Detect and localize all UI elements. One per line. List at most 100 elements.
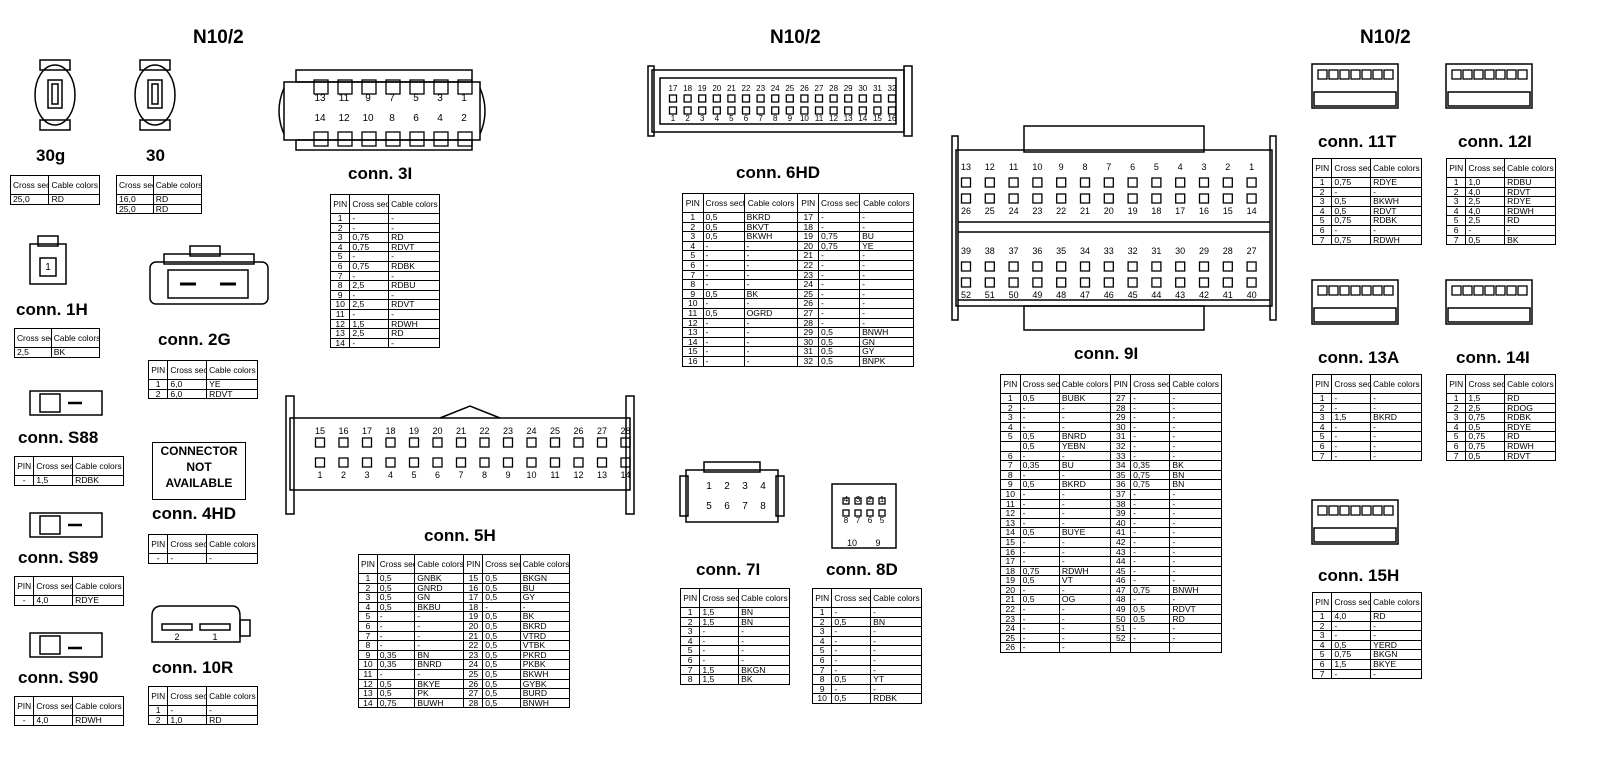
pin-number: 12 — [984, 162, 995, 172]
pin-cavity — [698, 94, 707, 103]
cross-section-cell: - — [699, 635, 740, 647]
cross-section-cell: 2,5 — [349, 280, 390, 291]
cable-color-cell: BKRD — [743, 212, 799, 223]
pin-cell: 34 — [1110, 460, 1132, 471]
table-row: 5-- — [329, 251, 440, 262]
pin-cell: 7 — [1445, 234, 1467, 246]
pin-number: 49 — [1032, 290, 1043, 300]
cable-color-cell: RDBU — [388, 280, 440, 291]
pin-number: 11 — [1008, 162, 1019, 172]
col-cross-section-header: Cross section — [9, 175, 50, 195]
pin-number: 7 — [458, 470, 464, 480]
table-row: 6-- — [1445, 224, 1556, 236]
cable-color-cell: - — [1169, 546, 1222, 558]
conn-3i-icon — [278, 69, 486, 151]
pin-number: 23 — [756, 84, 766, 93]
col-cable-colors-header: Cable colors — [388, 194, 440, 214]
cable-color-cell: - — [414, 620, 465, 632]
cable-color-cell: - — [1058, 632, 1112, 644]
pin-number: 22 — [741, 84, 751, 93]
pin-cell: 12 — [1000, 508, 1021, 519]
cross-section-cell: - — [1331, 668, 1372, 680]
pin-cell: 4 — [1445, 421, 1467, 433]
pin-cell: 1 — [358, 573, 378, 584]
cable-color-cell: BK — [743, 288, 799, 300]
pin-cavity — [361, 79, 377, 95]
cross-section-cell: - — [1019, 546, 1060, 558]
table-row: 5-- — [679, 645, 790, 656]
pin-cell: 12 — [358, 678, 378, 690]
cable-color-cell: - — [1169, 421, 1222, 433]
pin-cell: 1 — [1000, 393, 1021, 404]
pin-cell: 10 — [682, 298, 704, 309]
col-cable-colors-header: Cable colors — [152, 175, 203, 195]
cross-section-cell: 0,5 — [482, 592, 521, 603]
cable-color-cell: BU — [1058, 460, 1112, 471]
pin-number: 5 — [706, 501, 712, 512]
cable-color-cell: - — [1058, 546, 1112, 558]
cable-color-cell: - — [519, 601, 571, 613]
pin-number: 21 — [726, 84, 736, 93]
pin-cell: 14 — [682, 336, 704, 348]
pin-cell: 10 — [811, 693, 833, 704]
pin-cavity — [683, 94, 692, 103]
pin-cavity — [385, 79, 401, 95]
cross-section-cell: - — [1331, 440, 1372, 452]
pin-cavity — [727, 106, 736, 115]
pin-number: 1 — [1249, 162, 1255, 172]
cross-section-cell: - — [1019, 604, 1060, 615]
cross-section-cell: 1,0 — [1465, 177, 1506, 188]
cross-section-cell: 0,35 — [1019, 460, 1060, 471]
pin-cell: 6 — [679, 654, 701, 666]
pin-cavity — [960, 277, 972, 288]
cross-section-cell: 0,5 — [818, 355, 861, 367]
cable-color-cell: RD — [1169, 613, 1222, 625]
cable-color-cell: BK — [50, 347, 101, 358]
pin-cell: 7 — [682, 269, 704, 281]
pin-cavity — [502, 457, 514, 468]
col-cross-section-header: Cross section — [1130, 374, 1171, 394]
cross-section-cell: - — [167, 553, 208, 564]
pin-cavity — [1008, 177, 1019, 188]
pin-number: 21 — [455, 426, 466, 436]
pin-cavity — [756, 106, 765, 115]
cross-section-cell: 0,35 — [376, 649, 416, 661]
cable-color-cell: - — [1169, 450, 1222, 462]
pin-cavity — [620, 437, 631, 448]
pin-number: 20 — [712, 84, 722, 93]
pin-cavity — [960, 193, 972, 204]
cross-section-cell: - — [1331, 402, 1372, 414]
pin-cell: 16 — [463, 582, 484, 594]
cable-color-cell: BN — [738, 607, 790, 618]
cable-color-cell — [1169, 642, 1222, 654]
cable-color-cell: RDVT — [1169, 604, 1222, 615]
pin-cavity — [1372, 505, 1383, 516]
pin-cell: 30 — [1110, 421, 1132, 433]
pin-cavity — [596, 437, 608, 448]
pin-cavity — [858, 94, 867, 103]
pin-cavity — [683, 106, 692, 115]
cable-color-cell: RDYE — [72, 595, 124, 606]
pin-cell: 25 — [797, 288, 820, 300]
pin-number: 45 — [1127, 290, 1138, 300]
col-cable-colors-header: Cable colors — [1169, 374, 1222, 394]
cable-color-cell: BKWH — [743, 231, 799, 242]
cable-color-cell: BNRD — [414, 659, 465, 670]
cable-color-cell: BNPK — [859, 355, 914, 367]
pin-cavity — [1103, 193, 1114, 204]
pin-number: 28 — [620, 426, 631, 436]
pin-cell: 7 — [358, 630, 378, 642]
pin-number: 11 — [338, 93, 350, 104]
pin-cell: 5 — [1311, 215, 1333, 226]
pin-cell: 52 — [1110, 632, 1132, 644]
pin-cell: 13 — [358, 688, 378, 699]
